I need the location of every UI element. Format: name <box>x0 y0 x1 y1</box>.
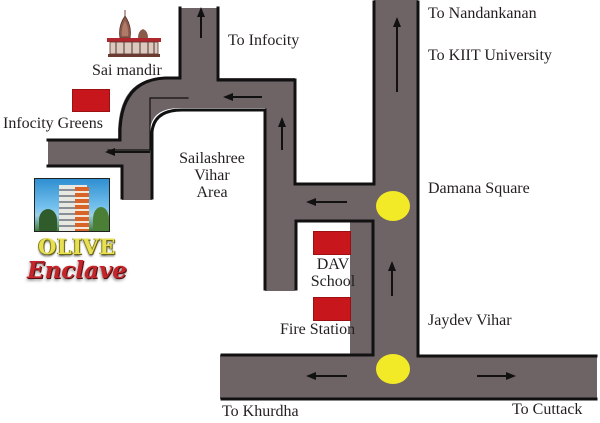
label-dav-school: DAV School <box>310 256 356 290</box>
label-to-cuttack: To Cuttack <box>512 401 583 418</box>
project-name-line1: OLIVE <box>38 234 116 259</box>
olive-enclave-building-photo <box>34 178 110 232</box>
project-logo: OLIVE Enclave <box>22 236 132 284</box>
label-to-infocity: To Infocity <box>228 32 300 49</box>
label-sailashree-vihar-area: Sailashree Vihar Area <box>179 150 245 201</box>
label-to-nandankanan: To Nandankanan <box>428 5 537 22</box>
fire-station-marker-icon <box>313 297 351 321</box>
road-edges <box>46 0 598 401</box>
direction-arrows <box>105 7 516 380</box>
label-jaydev-vihar: Jaydev Vihar <box>428 312 512 329</box>
label-damana-square: Damana Square <box>428 180 530 197</box>
label-infocity-greens: Infocity Greens <box>3 115 103 132</box>
label-sai-mandir: Sai mandir <box>92 62 162 79</box>
label-to-khurdha: To Khurdha <box>222 403 299 420</box>
dav-school-marker-icon <box>313 231 351 255</box>
temple-icon <box>107 10 161 57</box>
junction-jaydev-vihar-icon <box>376 354 410 384</box>
label-fire-station: Fire Station <box>280 321 356 338</box>
junction-damana-square-icon <box>376 191 410 221</box>
project-name-line2: Enclave <box>27 257 127 284</box>
label-to-kiit-university: To KIIT University <box>428 47 552 64</box>
infocity-greens-marker-icon <box>72 89 110 112</box>
